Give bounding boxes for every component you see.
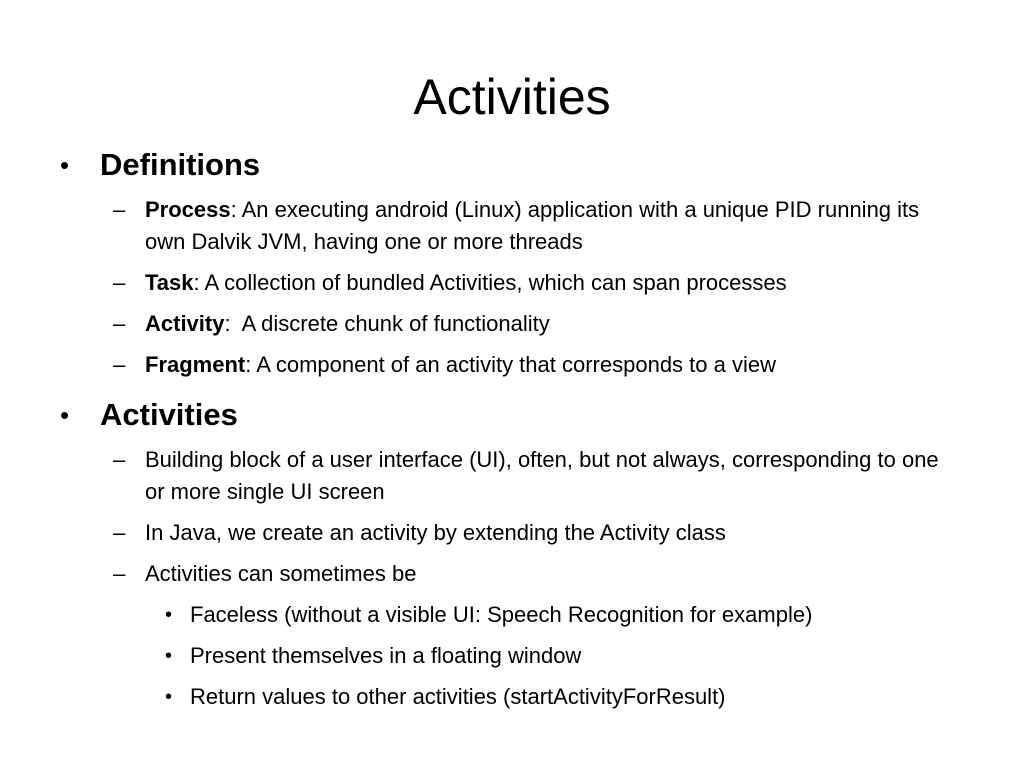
definition-term: Process <box>145 197 231 222</box>
definition-term: Fragment <box>145 352 246 377</box>
activities-subitem: • Present themselves in a floating windo… <box>165 640 950 672</box>
definition-item-fragment: – Fragment: A component of an activity t… <box>113 349 955 381</box>
dash-icon: – <box>113 561 126 586</box>
definition-text: : An executing android (Linux) applicati… <box>145 197 920 254</box>
activities-item-text: Building block of a user interface (UI),… <box>145 447 939 504</box>
bullet-icon: • <box>60 150 70 180</box>
definition-term: Task <box>145 270 194 295</box>
dash-icon: – <box>113 520 126 545</box>
definition-item-activity: – Activity: A discrete chunk of function… <box>113 308 955 340</box>
definition-term: Activity <box>145 311 225 336</box>
slide-title: Activities <box>413 69 611 125</box>
dash-icon: – <box>113 352 126 377</box>
definition-text: : A discrete chunk of functionality <box>224 311 550 336</box>
dash-icon: – <box>113 311 126 336</box>
dash-icon: – <box>113 270 126 295</box>
bullet-icon: • <box>165 604 173 626</box>
definition-text: : A collection of bundled Activities, wh… <box>193 270 787 295</box>
section-heading-label: Activities <box>100 397 238 432</box>
section-heading-label: Definitions <box>100 147 261 182</box>
activities-item-text: Activities can sometimes be <box>145 561 417 586</box>
bullet-icon: • <box>60 400 70 430</box>
dash-icon: – <box>113 447 126 472</box>
section-heading-definitions: • Definitions <box>60 145 980 185</box>
activities-subitem-text: Return values to other activities (start… <box>190 684 726 709</box>
slide-body: • Definitions – Process: An executing an… <box>60 145 980 713</box>
section-heading-activities: • Activities <box>60 395 980 435</box>
activities-item: – Activities can sometimes be <box>113 558 955 590</box>
activities-subitem-text: Present themselves in a floating window <box>190 643 582 668</box>
activities-subitem-text: Faceless (without a visible UI: Speech R… <box>190 602 813 627</box>
dash-icon: – <box>113 197 126 222</box>
activities-item-text: In Java, we create an activity by extend… <box>145 520 726 545</box>
activities-subitem: • Return values to other activities (sta… <box>165 681 950 713</box>
definition-text: : A component of an activity that corres… <box>245 352 776 377</box>
definition-item-task: – Task: A collection of bundled Activiti… <box>113 267 955 299</box>
bullet-icon: • <box>165 686 173 708</box>
bullet-icon: • <box>165 645 173 667</box>
activities-item: – Building block of a user interface (UI… <box>113 444 955 508</box>
activities-item: – In Java, we create an activity by exte… <box>113 517 955 549</box>
activities-subitem: • Faceless (without a visible UI: Speech… <box>165 599 950 631</box>
definition-item-process: – Process: An executing android (Linux) … <box>113 194 955 258</box>
